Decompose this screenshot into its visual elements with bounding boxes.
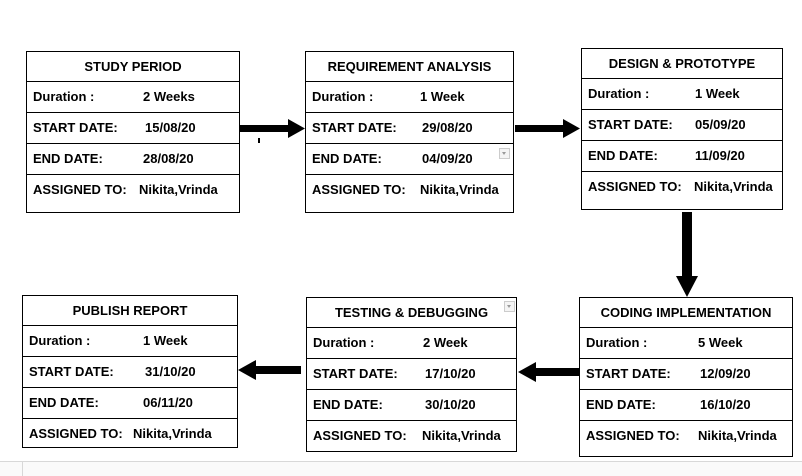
stage-card-publish-report: PUBLISH REPORT Duration : 1 Week START DA… [22,295,238,448]
start-date-label: START DATE: [33,120,118,135]
dropdown-arrow-icon[interactable] [499,148,510,159]
duration-row: Duration : 5 Week [580,328,792,359]
duration-value: 1 Week [695,86,740,101]
end-date-value: 06/11/20 [143,395,193,410]
end-date-label: END DATE: [312,151,382,166]
arrow-down-icon [676,212,698,297]
start-date-label: START DATE: [586,366,671,381]
end-date-label: END DATE: [313,397,383,412]
stage-card-design-prototype: DESIGN & PROTOTYPE Duration : 1 Week STAR… [581,48,783,210]
end-date-row: END DATE: 16/10/20 [580,390,792,421]
stray-mark [258,138,260,143]
assigned-row: ASSIGNED TO: Nikita,Vrinda [27,175,239,205]
assigned-value: Nikita,Vrinda [139,182,218,197]
stage-title: PUBLISH REPORT [23,296,237,326]
dropdown-arrow-icon[interactable] [504,301,515,312]
assigned-value: Nikita,Vrinda [698,428,777,443]
start-date-value: 12/09/20 [700,366,751,381]
duration-label: Duration : [588,86,650,101]
start-date-value: 31/10/20 [145,364,196,379]
duration-value: 1 Week [143,333,188,348]
assigned-row: ASSIGNED TO: Nikita,Vrinda [580,421,792,451]
duration-value: 2 Weeks [143,89,195,104]
duration-row: Duration : 2 Week [307,328,516,359]
assigned-row: ASSIGNED TO: Nikita,Vrinda [582,172,782,202]
arrow-right-icon [515,119,580,138]
end-date-value: 11/09/20 [695,148,745,163]
start-date-row: START DATE: 17/10/20 [307,359,516,390]
assigned-row: ASSIGNED TO: Nikita,Vrinda [306,175,513,205]
start-date-value: 15/08/20 [145,120,196,135]
start-date-row: START DATE: 05/09/20 [582,110,782,141]
duration-row: Duration : 1 Week [23,326,237,357]
assigned-label: ASSIGNED TO: [313,428,407,443]
end-date-label: END DATE: [29,395,99,410]
assigned-value: Nikita,Vrinda [133,426,212,441]
start-date-label: START DATE: [29,364,114,379]
end-date-value: 28/08/20 [143,151,194,166]
stage-card-coding-implementation: CODING IMPLEMENTATION Duration : 5 Week S… [579,297,793,457]
duration-label: Duration : [33,89,95,104]
arrow-left-icon [238,360,301,380]
duration-label: Duration : [586,335,648,350]
stage-card-testing-debugging: TESTING & DEBUGGING Duration : 2 Week STA… [306,297,517,452]
start-date-row: START DATE: 31/10/20 [23,357,237,388]
stage-card-requirement-analysis: REQUIREMENT ANALYSIS Duration : 1 Week ST… [305,51,514,213]
start-date-row: START DATE: 15/08/20 [27,113,239,144]
start-date-row: START DATE: 29/08/20 [306,113,513,144]
assigned-label: ASSIGNED TO: [312,182,406,197]
assigned-value: Nikita,Vrinda [694,179,773,194]
duration-value: 2 Week [423,335,468,350]
start-date-value: 17/10/20 [425,366,476,381]
assigned-value: Nikita,Vrinda [420,182,499,197]
start-date-value: 05/09/20 [695,117,746,132]
end-date-value: 16/10/20 [700,397,751,412]
start-date-label: START DATE: [588,117,673,132]
duration-row: Duration : 1 Week [306,82,513,113]
duration-row: Duration : 1 Week [582,79,782,110]
end-date-row: END DATE: 30/10/20 [307,390,516,421]
start-date-value: 29/08/20 [422,120,473,135]
duration-label: Duration : [313,335,375,350]
duration-label: Duration : [29,333,91,348]
sheet-gridline [0,461,802,476]
start-date-label: START DATE: [313,366,398,381]
end-date-label: END DATE: [588,148,658,163]
end-date-label: END DATE: [33,151,103,166]
assigned-row: ASSIGNED TO: Nikita,Vrinda [307,421,516,451]
end-date-value: 04/09/20 [422,151,473,166]
duration-row: Duration : 2 Weeks [27,82,239,113]
duration-value: 5 Week [698,335,743,350]
end-date-row: END DATE: 28/08/20 [27,144,239,175]
start-date-row: START DATE: 12/09/20 [580,359,792,390]
stage-title: STUDY PERIOD [27,52,239,82]
assigned-label: ASSIGNED TO: [586,428,680,443]
stage-card-study-period: STUDY PERIOD Duration : 2 Weeks START DAT… [26,51,240,213]
assigned-label: ASSIGNED TO: [588,179,682,194]
duration-value: 1 Week [420,89,465,104]
end-date-label: END DATE: [586,397,656,412]
assigned-label: ASSIGNED TO: [29,426,123,441]
stage-title: REQUIREMENT ANALYSIS [306,52,513,82]
arrow-left-icon [518,362,580,382]
start-date-label: START DATE: [312,120,397,135]
assigned-value: Nikita,Vrinda [422,428,501,443]
assigned-row: ASSIGNED TO: Nikita,Vrinda [23,419,237,449]
end-date-row: END DATE: 11/09/20 [582,141,782,172]
end-date-value: 30/10/20 [425,397,476,412]
end-date-row: END DATE: 06/11/20 [23,388,237,419]
stage-title: CODING IMPLEMENTATION [580,298,792,328]
arrow-right-icon [240,119,305,138]
duration-label: Duration : [312,89,374,104]
stage-title: TESTING & DEBUGGING [307,298,516,328]
end-date-row: END DATE: 04/09/20 [306,144,513,175]
stage-title: DESIGN & PROTOTYPE [582,49,782,79]
assigned-label: ASSIGNED TO: [33,182,127,197]
